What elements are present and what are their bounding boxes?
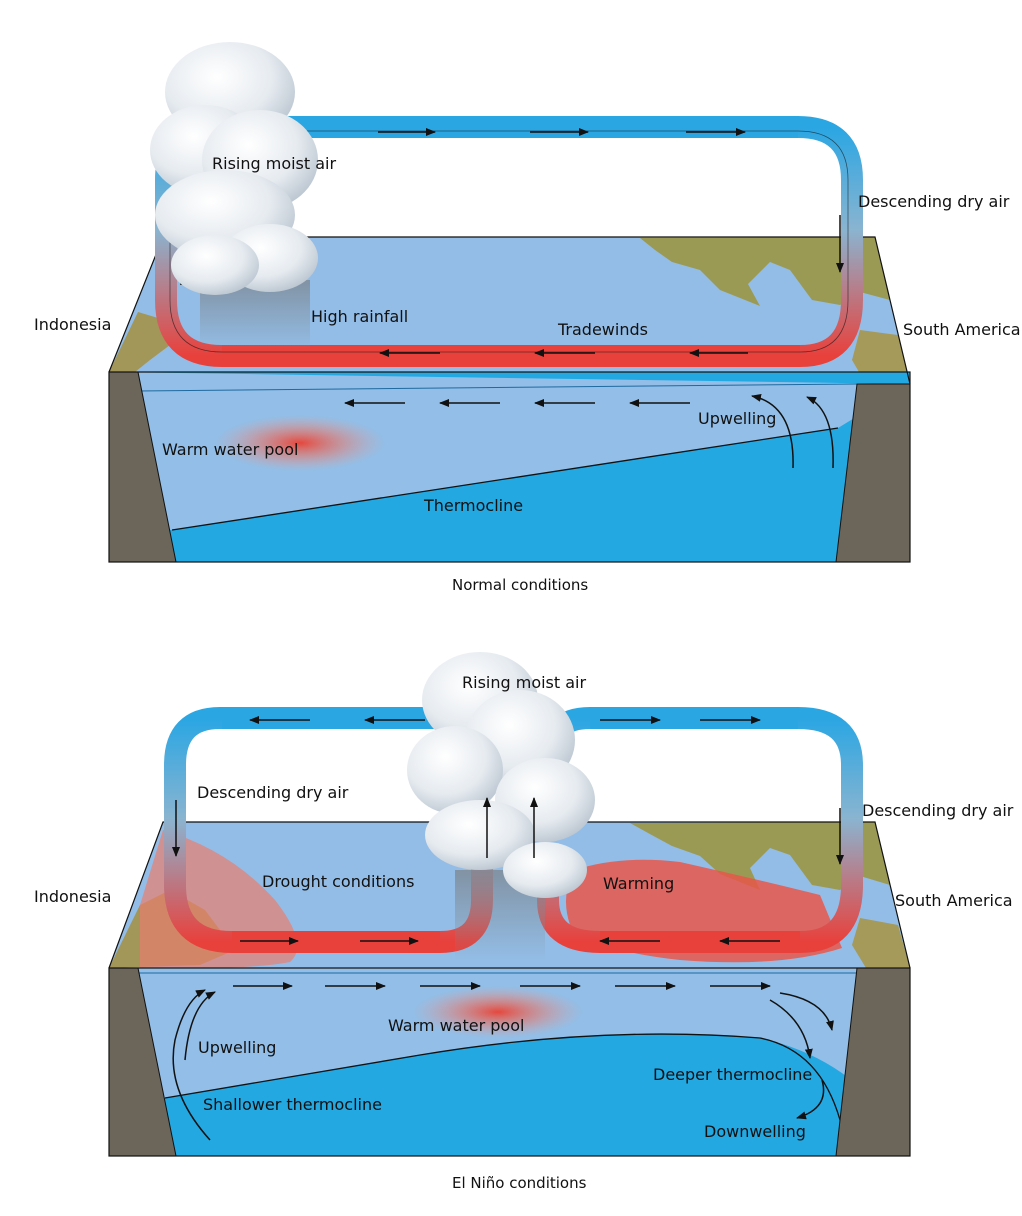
label-south-america: South America bbox=[895, 891, 1013, 910]
label-warm-water-pool: Warm water pool bbox=[162, 440, 298, 459]
label-indonesia: Indonesia bbox=[34, 315, 111, 334]
label-warm-water-pool: Warm water pool bbox=[388, 1016, 524, 1035]
elnino-panel: Rising moist air Descending dry air Desc… bbox=[34, 652, 1014, 1192]
normal-panel: Rising moist air Descending dry air High… bbox=[34, 42, 1021, 594]
label-descending-air: Descending dry air bbox=[858, 192, 1010, 211]
label-thermocline: Thermocline bbox=[423, 496, 523, 515]
label-rising-air: Rising moist air bbox=[462, 673, 586, 692]
caption-normal: Normal conditions bbox=[452, 576, 588, 594]
label-warming: Warming bbox=[603, 874, 674, 893]
label-south-america: South America bbox=[903, 320, 1021, 339]
label-indonesia: Indonesia bbox=[34, 887, 111, 906]
label-high-rainfall: High rainfall bbox=[311, 307, 408, 326]
label-drought: Drought conditions bbox=[262, 872, 414, 891]
label-descending-left: Descending dry air bbox=[197, 783, 349, 802]
label-tradewinds: Tradewinds bbox=[557, 320, 648, 339]
label-deeper-thermocline: Deeper thermocline bbox=[653, 1065, 812, 1084]
caption-elnino: El Niño conditions bbox=[452, 1174, 587, 1192]
label-upwelling: Upwelling bbox=[698, 409, 776, 428]
label-downwelling: Downwelling bbox=[704, 1122, 806, 1141]
label-upwelling: Upwelling bbox=[198, 1038, 276, 1057]
label-descending-right: Descending dry air bbox=[862, 801, 1014, 820]
label-rising-air: Rising moist air bbox=[212, 154, 336, 173]
label-shallower-thermocline: Shallower thermocline bbox=[203, 1095, 382, 1114]
